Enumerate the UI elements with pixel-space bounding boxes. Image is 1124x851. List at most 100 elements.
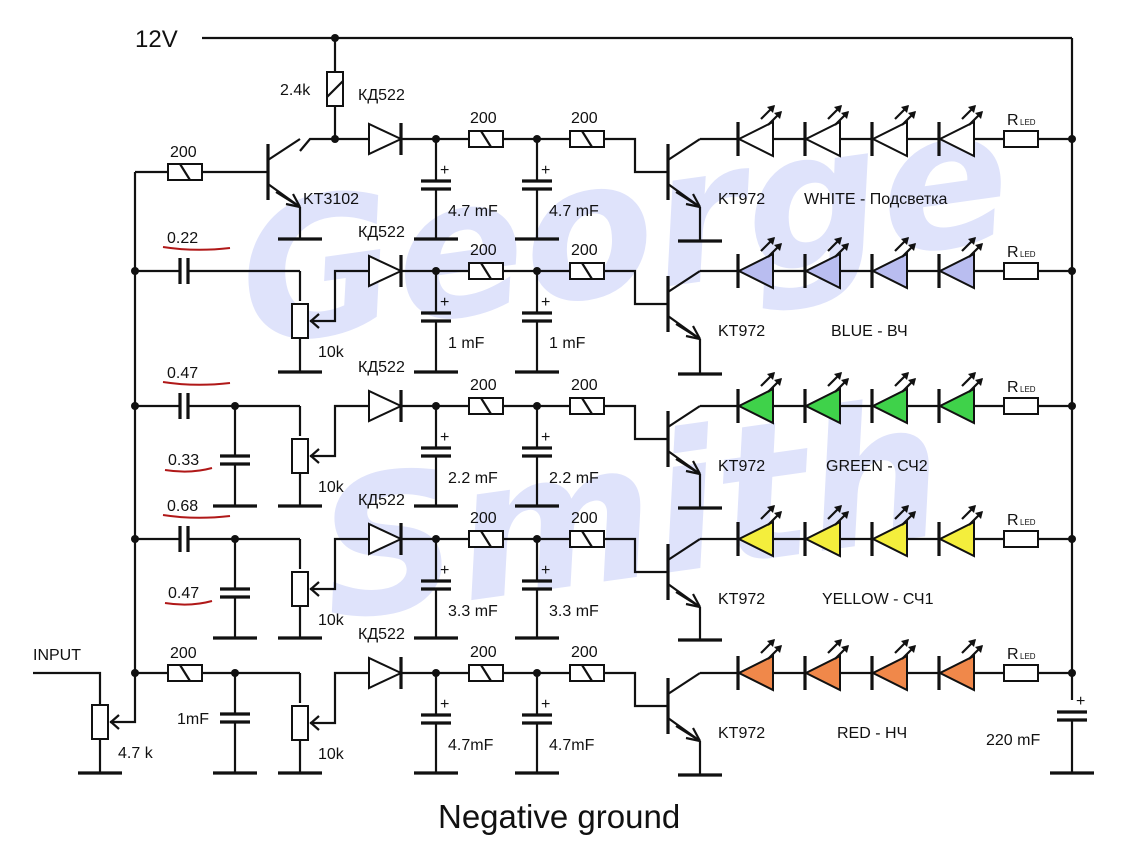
wiper-arrow-icon bbox=[309, 581, 320, 597]
shunt-cap-label: 0.33 bbox=[168, 452, 199, 469]
led bbox=[736, 639, 782, 692]
led bbox=[736, 372, 782, 425]
filter-cap-label: 4.7mF bbox=[448, 737, 494, 754]
plus-sign: + bbox=[541, 562, 550, 579]
handwritten-underline bbox=[162, 246, 231, 251]
potentiometer bbox=[91, 704, 109, 740]
input-cap-label: 0.68 bbox=[167, 498, 198, 515]
output-transistor-label: KT972 bbox=[718, 591, 765, 608]
potentiometer bbox=[291, 303, 309, 339]
filter-cap-label: 2.2 mF bbox=[549, 470, 599, 487]
plus-sign: + bbox=[541, 696, 550, 713]
channel-name-label: RED - НЧ bbox=[837, 725, 907, 742]
led bbox=[803, 372, 849, 425]
led-resistor-label: R bbox=[1007, 244, 1019, 261]
pot-label: 10k bbox=[318, 344, 345, 361]
light-arrows-icon bbox=[827, 372, 849, 393]
filter-cap-label: 4.7 mF bbox=[448, 203, 498, 220]
light-arrows-icon bbox=[827, 639, 849, 660]
resistor bbox=[468, 262, 504, 280]
diagram-title: Negative ground bbox=[438, 798, 680, 835]
channel-name-label: WHITE - Подсветка bbox=[804, 191, 948, 208]
led-resistor-sublabel: LED bbox=[1020, 518, 1036, 527]
light-arrows-icon bbox=[760, 639, 782, 660]
led bbox=[870, 505, 916, 558]
filter-cap-label: 4.7mF bbox=[549, 737, 595, 754]
led bbox=[736, 237, 782, 290]
capacitor bbox=[220, 712, 250, 724]
led-resistor-sublabel: LED bbox=[1020, 385, 1036, 394]
resistor bbox=[468, 664, 504, 682]
light-arrows-icon bbox=[894, 505, 916, 526]
potentiometer bbox=[291, 705, 309, 741]
light-arrows-icon bbox=[894, 105, 916, 126]
led bbox=[937, 372, 983, 425]
handwritten-underline bbox=[164, 467, 213, 473]
led bbox=[870, 105, 916, 158]
resistor bbox=[167, 163, 203, 181]
junction-dot bbox=[1068, 669, 1076, 677]
filter-resistor-label: 200 bbox=[571, 110, 598, 127]
pot-label: 10k bbox=[318, 612, 345, 629]
plus-sign: + bbox=[440, 429, 449, 446]
light-arrows-icon bbox=[760, 372, 782, 393]
led-resistor-label: R bbox=[1007, 112, 1019, 129]
filter-cap-label: 1 mF bbox=[448, 335, 485, 352]
npn-transistor bbox=[666, 270, 701, 341]
resistor bbox=[1003, 664, 1039, 682]
output-transistor-label: KT972 bbox=[718, 191, 765, 208]
resistor bbox=[1003, 262, 1039, 280]
resistor bbox=[167, 664, 203, 682]
filter-resistor-label: 200 bbox=[470, 644, 497, 661]
npn-transistor bbox=[266, 138, 301, 209]
resistor bbox=[468, 130, 504, 148]
pot-label: 10k bbox=[318, 479, 345, 496]
junction-dot bbox=[1068, 267, 1076, 275]
diode-label: КД522 bbox=[358, 626, 405, 643]
resistor bbox=[1003, 530, 1039, 548]
filter-resistor-label: 200 bbox=[571, 644, 598, 661]
handwritten-underline bbox=[162, 514, 231, 519]
capacitor bbox=[178, 393, 190, 419]
plus-sign: + bbox=[440, 562, 449, 579]
led-resistor-sublabel: LED bbox=[1020, 118, 1036, 127]
channel-name-label: GREEN - СЧ2 bbox=[826, 458, 928, 475]
light-arrows-icon bbox=[760, 505, 782, 526]
led-resistor-label: R bbox=[1007, 646, 1019, 663]
shunt-cap-label: 1mF bbox=[177, 711, 209, 728]
diode-label: КД522 bbox=[358, 224, 405, 241]
light-arrows-icon bbox=[760, 105, 782, 126]
wiper-arrow-icon bbox=[309, 313, 320, 329]
led bbox=[803, 505, 849, 558]
led-resistor-label: R bbox=[1007, 512, 1019, 529]
filter-resistor-label: 200 bbox=[470, 510, 497, 527]
resistor bbox=[468, 530, 504, 548]
resistor bbox=[1003, 130, 1039, 148]
light-arrows-icon bbox=[894, 372, 916, 393]
light-arrows-icon bbox=[827, 105, 849, 126]
led bbox=[870, 237, 916, 290]
pot-label: 10k bbox=[318, 746, 345, 763]
npn-transistor bbox=[666, 538, 701, 609]
resistor bbox=[569, 397, 605, 415]
diode-label: КД522 bbox=[358, 359, 405, 376]
filter-cap-label: 1 mF bbox=[549, 335, 586, 352]
led-resistor-sublabel: LED bbox=[1020, 250, 1036, 259]
led bbox=[937, 105, 983, 158]
filter-cap-label: 3.3 mF bbox=[448, 603, 498, 620]
diode-label: КД522 bbox=[358, 87, 405, 104]
handwritten-underline bbox=[162, 381, 231, 386]
filter-resistor-label: 200 bbox=[470, 377, 497, 394]
filter-resistor-label: 200 bbox=[470, 110, 497, 127]
npn-transistor bbox=[666, 138, 701, 209]
resistor bbox=[468, 397, 504, 415]
plus-sign: + bbox=[541, 429, 550, 446]
supply-label: 12V bbox=[135, 26, 178, 53]
filter-resistor-label: 200 bbox=[470, 242, 497, 259]
led bbox=[937, 639, 983, 692]
bulk-capacitor: +220 mF bbox=[986, 693, 1094, 775]
